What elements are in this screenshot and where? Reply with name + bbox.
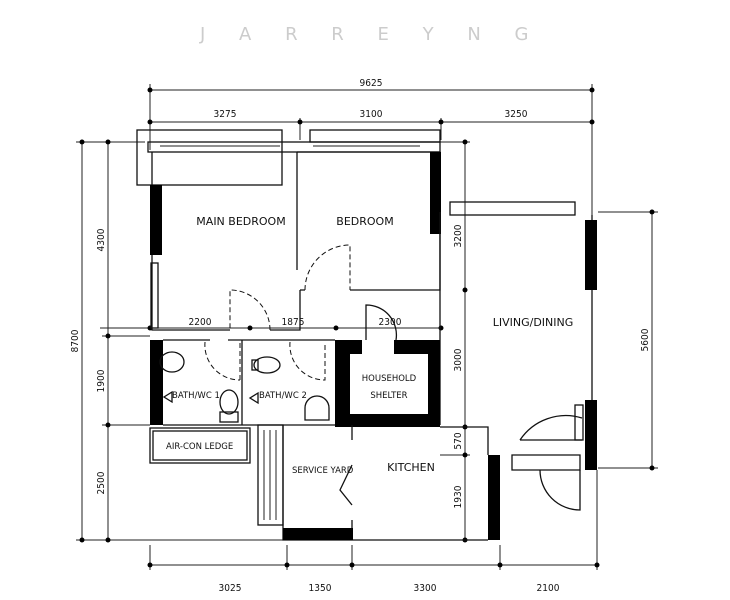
dim-top-2: 3100 <box>360 109 383 120</box>
fixtures <box>159 351 330 423</box>
room-service-yard: SERVICE YARD <box>292 466 354 476</box>
walls <box>136 129 597 541</box>
bottom-dimensions: 3025 1350 3300 2100 <box>147 470 600 594</box>
dim-top-1: 3275 <box>214 109 237 120</box>
dim-top-total: 9625 <box>360 78 383 89</box>
room-main-bedroom: MAIN BEDROOM <box>196 215 285 228</box>
dim-left-1: 4300 <box>96 228 107 251</box>
room-bedroom: BEDROOM <box>336 215 393 228</box>
dim-left-2: 1900 <box>96 369 107 392</box>
dim-right-2: 3000 <box>453 348 464 371</box>
dim-bottom-4: 2100 <box>537 583 560 594</box>
room-aircon-ledge: AIR-CON LEDGE <box>166 442 233 452</box>
dim-inner-2: 1875 <box>282 317 305 328</box>
dim-top-3: 3250 <box>505 109 528 120</box>
dim-right-outer: 5600 <box>640 328 651 351</box>
dim-right-3: 570 <box>453 432 464 449</box>
room-shelter-line1: HOUSEHOLD <box>362 374 417 384</box>
dim-inner-1: 2200 <box>189 317 212 328</box>
room-bath-1: BATH/WC 1 <box>172 391 220 401</box>
dim-inner-3: 2300 <box>379 317 402 328</box>
room-bath-2: BATH/WC 2 <box>259 391 307 401</box>
dim-left-total: 8700 <box>70 329 81 352</box>
room-shelter-line2: SHELTER <box>370 391 407 401</box>
watermark: J A R R E Y N G <box>199 24 542 45</box>
room-living-dining: LIVING/DINING <box>493 316 574 329</box>
dim-bottom-3: 3300 <box>414 583 437 594</box>
dim-right-4: 1930 <box>453 485 464 508</box>
right-dimensions: 3200 3000 570 1930 5600 <box>440 139 658 543</box>
dim-right-1: 3200 <box>453 224 464 247</box>
dim-left-3: 2500 <box>96 471 107 494</box>
left-dimensions: 8700 4300 1900 2500 <box>70 139 283 543</box>
dim-bottom-2: 1350 <box>309 583 332 594</box>
dim-bottom-1: 3025 <box>219 583 242 594</box>
room-kitchen: KITCHEN <box>387 461 435 474</box>
